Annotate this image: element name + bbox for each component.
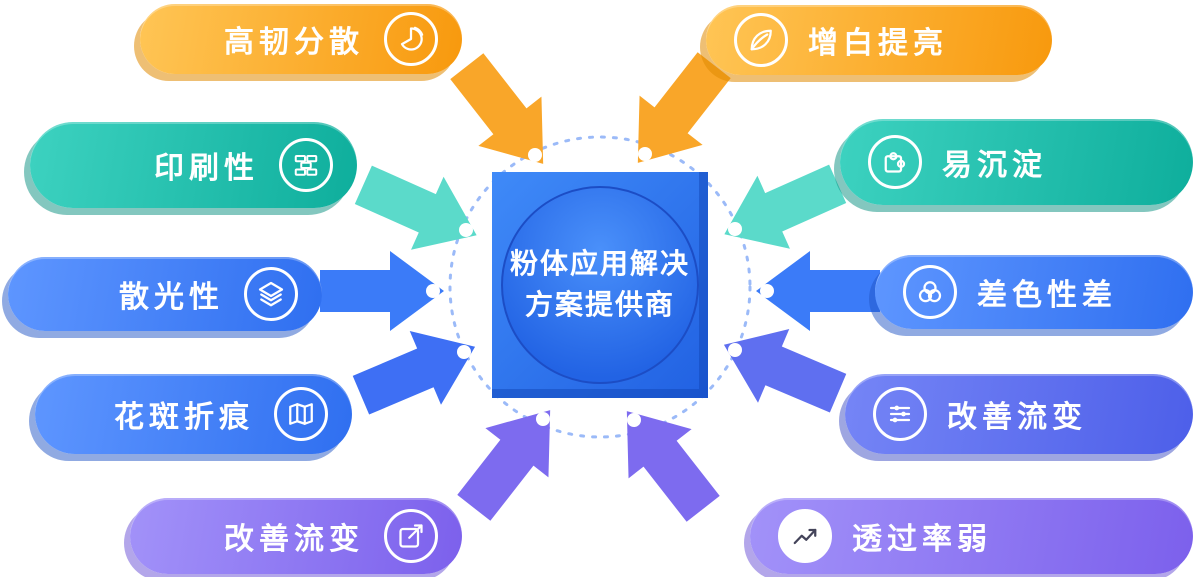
pill-label: 改善流变 [224, 523, 364, 556]
connector-dot [760, 284, 774, 298]
left-pill-mottle-crease: 花斑折痕 [35, 374, 352, 454]
connector-dot [459, 223, 473, 237]
bricks-icon [279, 138, 333, 192]
center-title-line1: 粉体应用解决 [509, 248, 690, 280]
pill-label: 花斑折痕 [114, 401, 254, 434]
arrow-top-left [450, 53, 544, 164]
arrow-lower-left [352, 331, 476, 415]
arrow-upper-right [724, 164, 847, 249]
connector-dot [728, 343, 742, 357]
pill-label: 差色性差 [977, 279, 1117, 312]
sliders-icon [873, 387, 927, 441]
dashed-ring [448, 135, 752, 439]
center-card: 粉体应用解决 方案提供商 [492, 172, 708, 398]
arrow-bottom-left [457, 410, 551, 521]
center-title-line2: 方案提供商 [524, 289, 675, 320]
connector-dot [638, 147, 652, 161]
right-pill-transmittance: 透过率弱 [750, 498, 1193, 574]
arrow-bottom-right [626, 411, 720, 522]
puzzle-icon [868, 135, 922, 189]
left-pill-rheology: 改善流变 [130, 498, 462, 574]
pill-label: 散光性 [119, 281, 224, 314]
connector-dot [627, 413, 641, 427]
left-pill-printability: 印刷性 [30, 122, 357, 208]
connector-dot [728, 222, 742, 236]
pill-label: 改善流变 [947, 401, 1087, 434]
pill-label: 高韧分散 [224, 26, 364, 59]
arrow-lower-right [723, 329, 847, 413]
map-icon [274, 387, 328, 441]
color-circles-icon [903, 265, 957, 319]
pill-label: 透过率弱 [852, 523, 992, 556]
left-pill-dispersion: 高韧分散 [140, 4, 462, 74]
arrow-upper-left [354, 165, 477, 250]
edit-square-icon [384, 509, 438, 563]
line-chart-icon [778, 509, 832, 563]
pill-label: 印刷性 [154, 152, 259, 185]
layers-icon [244, 267, 298, 321]
connector-dot [528, 148, 542, 162]
connector-dot [426, 284, 440, 298]
right-pill-whitening: 增白提亮 [706, 5, 1052, 75]
pie-chart-icon [384, 12, 438, 66]
leaf-icon [734, 13, 788, 67]
left-pill-light-scattering: 散光性 [8, 257, 322, 331]
connector-dot [536, 412, 550, 426]
arrow-mid-right [756, 251, 880, 331]
right-pill-sedimentation: 易沉淀 [840, 119, 1193, 205]
arrow-top-right [637, 52, 731, 163]
right-pill-rheology: 改善流变 [845, 374, 1193, 454]
center-circle: 粉体应用解决 方案提供商 [501, 186, 699, 384]
right-pill-color-difference: 差色性差 [875, 255, 1193, 329]
pill-label: 增白提亮 [808, 27, 948, 60]
connector-dot [457, 345, 471, 359]
pill-label: 易沉淀 [942, 149, 1047, 182]
arrow-mid-left [320, 251, 444, 331]
